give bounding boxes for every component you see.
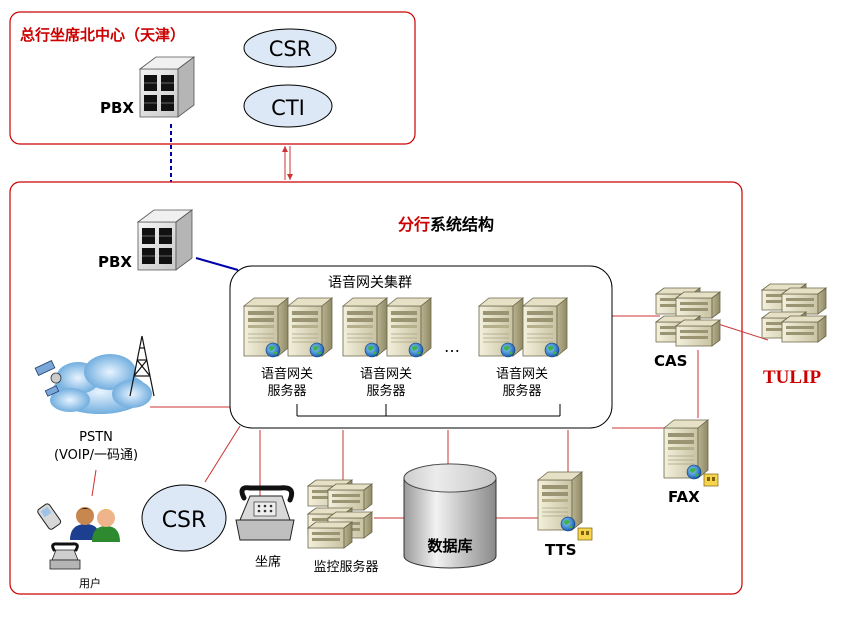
- gateway-label-1a: 语音网关: [261, 366, 313, 382]
- tts-label: TTS: [545, 541, 577, 559]
- gateway-label-3a: 语音网关: [496, 366, 548, 382]
- monitor-label: 监控服务器: [313, 559, 378, 575]
- pstn-cloud-icon: [34, 335, 155, 414]
- gateway-cluster-title: 语音网关集群: [328, 274, 412, 291]
- branch-title-red: 分行: [398, 215, 430, 234]
- branch-title-rest: 系统结构: [430, 215, 494, 234]
- seat-phone-icon: [235, 485, 295, 541]
- hq-branch-links: [170, 124, 293, 206]
- tts-server-icon: [537, 471, 593, 541]
- radio-tower-icon: [129, 335, 155, 397]
- branch-pbx-icon: [137, 209, 193, 271]
- fax-label: FAX: [668, 488, 700, 506]
- hq-pbx-label: PBX: [100, 99, 134, 117]
- tulip-label: TULIP: [763, 367, 821, 388]
- gateway-label-2a: 语音网关: [360, 366, 412, 382]
- hq-center-frame: 总行坐席北中心（天津） PBX CSR CTI: [9, 11, 416, 145]
- user-label: 用户: [79, 576, 101, 590]
- hq-title: 总行坐席北中心（天津）: [20, 26, 185, 44]
- fax-server-icon: [663, 419, 719, 487]
- gateway-server-group-2: 语音网关 服务器: [342, 297, 432, 399]
- gateway-bracket: [296, 404, 561, 417]
- hq-csr-ellipse: CSR: [243, 28, 337, 68]
- branch-csr-label: CSR: [162, 508, 207, 533]
- hq-cti-label: CTI: [271, 96, 305, 120]
- branch-title: 分行系统结构: [398, 215, 494, 234]
- pstn-label-line1: PSTN: [79, 430, 113, 445]
- gateway-label-3b: 服务器: [502, 383, 541, 399]
- seat-label: 坐席: [255, 554, 281, 570]
- tulip-server-icon: [761, 283, 827, 343]
- gateway-label-1b: 服务器: [267, 383, 306, 399]
- satellite-icon: [34, 360, 62, 397]
- mobile-phone-icon: [37, 503, 62, 530]
- gateway-label-2b: 服务器: [366, 383, 405, 399]
- database-icon: 数据库: [403, 463, 497, 569]
- desk-phone-icon: [49, 542, 81, 570]
- branch-links: [91, 257, 769, 519]
- database-label: 数据库: [427, 537, 472, 555]
- hq-csr-label: CSR: [269, 37, 312, 61]
- users-icon: [37, 503, 120, 570]
- hq-cti-ellipse: CTI: [243, 84, 333, 128]
- branch-csr-ellipse: CSR: [141, 484, 227, 552]
- pstn-label-line2: (VOIP/一码通): [54, 448, 138, 463]
- cas-label: CAS: [654, 352, 687, 370]
- gateway-ellipsis: …: [444, 337, 460, 356]
- gateway-server-group-3: 语音网关 服务器: [478, 297, 568, 399]
- hq-pbx-icon: [139, 56, 195, 118]
- gateway-server-group-1: 语音网关 服务器: [243, 297, 333, 399]
- monitor-server-icon: [307, 479, 373, 549]
- gateway-cluster: 语音网关集群 语音网关 服务器 语音网关 服务器 … 语音网关 服务器: [229, 265, 613, 429]
- cas-server-icon: [655, 287, 721, 347]
- people-icon: [70, 507, 120, 542]
- branch-pbx-label: PBX: [98, 253, 132, 271]
